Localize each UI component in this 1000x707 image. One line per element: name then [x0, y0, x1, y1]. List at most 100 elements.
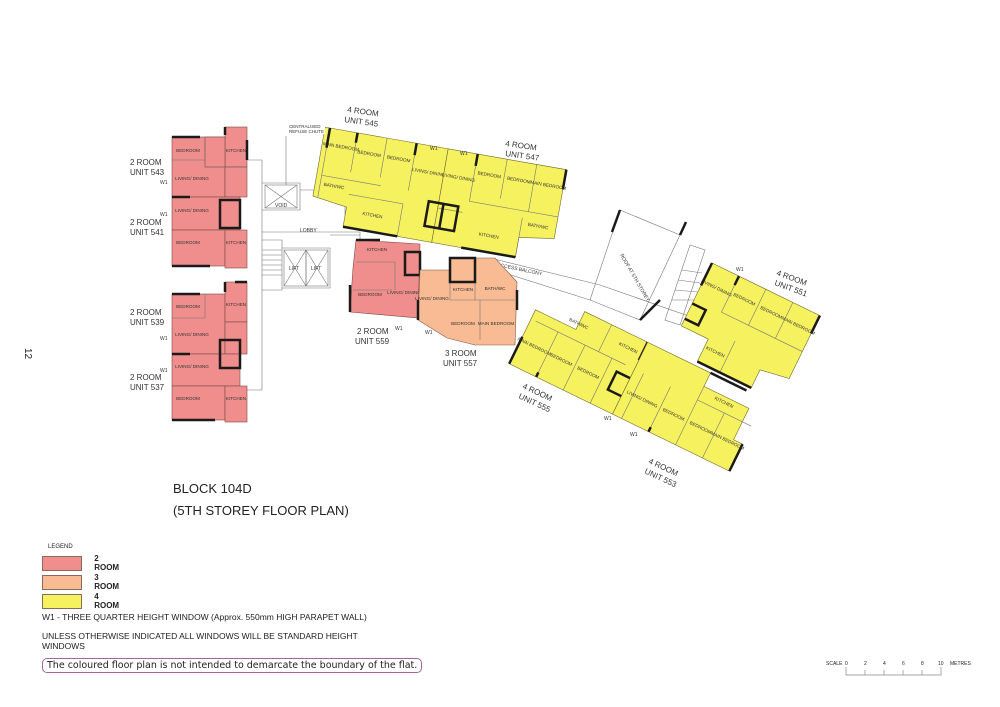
plan-label: W1	[160, 368, 168, 374]
unit-545[interactable]: MAIN BEDROOM BEDROOM BEDROOM LIVING/ DIN…	[309, 126, 451, 243]
legend-swatch	[42, 593, 83, 609]
legend-item-4-room: 4 ROOM	[42, 592, 123, 610]
scale-tick: 2	[864, 661, 867, 667]
lift-label-2: LIFT	[311, 266, 321, 272]
unit-543[interactable]: BEDROOM KITCHEN LIVING/ DINING	[171, 126, 249, 198]
lower-right-unit-labels: 4 ROOM UNIT 555 4 ROOM UNIT 553 W1 W1	[517, 382, 680, 490]
room-living: LIVING/ DINING	[175, 208, 209, 213]
plan-label: 2 ROOM	[130, 373, 162, 382]
plan-label: BEDROOM	[507, 176, 531, 185]
standard-window-note: UNLESS OTHERWISE INDICATED ALL WINDOWS W…	[42, 631, 358, 651]
plan-label: KITCHEN	[478, 231, 499, 239]
room-kitchen: KITCHEN	[226, 302, 246, 307]
plan-label: MAIN BEDROOM	[478, 321, 515, 326]
scale-bar: SCALE 0 2 4 6 8 10 METRES	[826, 661, 971, 676]
legend-label: 3 ROOM	[94, 573, 120, 591]
void-label: VOID	[275, 203, 288, 209]
void-area	[264, 184, 298, 209]
floor-title: (5TH STOREY FLOOR PLAN)	[173, 503, 349, 518]
plan-label: W1	[160, 212, 168, 218]
legend-item-2-room: 2 ROOM	[42, 554, 123, 572]
plan-label: BEDROOM	[358, 292, 382, 297]
plan-label: BEDROOM	[477, 170, 501, 179]
plan-label: W1	[160, 336, 168, 342]
plan-label: LIVING/ DINING	[415, 296, 449, 301]
plan-label: UNIT 543	[130, 168, 165, 177]
w1-note: W1 - THREE QUARTER HEIGHT WINDOW (Approx…	[42, 612, 367, 622]
units-545-547: MAIN BEDROOM BEDROOM BEDROOM LIVING/ DIN…	[309, 126, 570, 264]
plan-label: 3 ROOM	[445, 349, 477, 358]
plan-label: 2 ROOM	[130, 308, 162, 317]
plan-label: BEDROOM	[357, 149, 381, 158]
plan-label: KITCHEN	[367, 247, 387, 252]
plan-label: MAIN BEDROOM	[323, 141, 360, 152]
room-kitchen: KITCHEN	[226, 148, 246, 153]
refuse-chute-label: CENTRALISED REFUSE CHUTE	[289, 124, 325, 134]
plan-label: KITCHEN	[362, 211, 383, 219]
plan-label: BATH/WC	[485, 286, 507, 291]
plan-label: W1	[604, 416, 612, 422]
plan-label: W1	[460, 151, 468, 157]
plan-label: UNIT 559	[355, 337, 390, 346]
plan-label: BATH/WC	[323, 182, 345, 191]
room-bedroom: BEDROOM	[176, 396, 200, 401]
plan-title: BLOCK 104D (5TH STOREY FLOOR PLAN)	[173, 478, 349, 522]
lobby-label: LOBBY	[300, 228, 317, 234]
plan-label: W1	[736, 267, 744, 273]
room-living: LIVING/ DINING	[175, 332, 209, 337]
plan-label: 4 ROOM	[347, 105, 380, 118]
scale-tick: 6	[902, 661, 905, 667]
scale-label: SCALE	[826, 661, 843, 667]
lift-2	[305, 249, 329, 287]
room-bedroom: BEDROOM	[176, 240, 200, 245]
unit-557[interactable]: LIVING/ DINING KITCHEN BEDROOM MAIN BEDR…	[415, 256, 519, 346]
plan-label: UNIT 537	[130, 383, 165, 392]
legend-swatch	[42, 555, 83, 571]
unit-555[interactable]: MAIN BEDROOM BEDROOM BEDROOM KITCHEN BAT…	[506, 290, 661, 420]
legend-label: 4 ROOM	[94, 592, 120, 610]
plan-label: W1	[630, 432, 638, 438]
scale-tick: 0	[845, 661, 848, 667]
roof-label: ROOF AT 5TH STOREY	[618, 253, 651, 303]
plan-label: W1	[425, 330, 433, 336]
unit-547[interactable]: LIVING/ DINING BEDROOM BEDROOM MAIN BEDR…	[422, 147, 570, 264]
legend-swatch	[42, 574, 83, 590]
plan-label: KITCHEN	[453, 287, 473, 292]
room-kitchen: KITCHEN	[226, 396, 246, 401]
unit-539[interactable]: BEDROOM KITCHEN LIVING/ DINING	[171, 280, 248, 355]
plan-label: LIVING/ DINING	[412, 167, 446, 178]
units-555-553: MAIN BEDROOM BEDROOM BEDROOM KITCHEN BAT…	[506, 290, 768, 472]
scale-tick: 10	[938, 661, 944, 667]
room-living: LIVING/ DINING	[175, 364, 209, 369]
plan-label: 4 ROOM	[505, 139, 538, 152]
room-bedroom: BEDROOM	[176, 148, 200, 153]
room-living: LIVING/ DINING	[175, 176, 209, 181]
plan-label: BATH/WC	[527, 222, 549, 231]
unit-541[interactable]: LIVING/ DINING BEDROOM KITCHEN	[171, 195, 248, 269]
room-bedroom: BEDROOM	[176, 304, 200, 309]
unit-537[interactable]: LIVING/ DINING BEDROOM KITCHEN	[171, 338, 248, 423]
unit-559[interactable]: KITCHEN BEDROOM LIVING/ DINING	[348, 238, 421, 319]
scale-unit: METRES	[950, 661, 971, 667]
stair	[262, 249, 282, 276]
plan-label: UNIT 557	[443, 359, 478, 368]
unit-553[interactable]: LIVING/ DINING BEDROOM BEDROOM MAIN BEDR…	[612, 341, 768, 472]
legend-item-3-room: 3 ROOM	[42, 573, 123, 591]
room-kitchen: KITCHEN	[226, 240, 246, 245]
plan-label: UNIT 541	[130, 228, 165, 237]
plan-label: W1	[395, 326, 403, 332]
lift-label-1: LIFT	[289, 266, 299, 272]
scale-ruler	[845, 667, 942, 676]
plan-label: BEDROOM	[387, 154, 411, 163]
block-title: BLOCK 104D	[173, 481, 252, 496]
plan-label: W1	[430, 146, 438, 152]
plan-label: 2 ROOM	[357, 327, 389, 336]
unit-551[interactable]: LIVING/ DINING BEDROOM BEDROOM MAIN BEDR…	[669, 262, 823, 402]
plan-label: 2 ROOM	[130, 158, 162, 167]
scale-tick: 4	[883, 661, 886, 667]
plan-label: 2 ROOM	[130, 218, 162, 227]
legend-label: 2 ROOM	[94, 554, 120, 572]
plan-label: LIVING/ DINING	[387, 290, 421, 295]
